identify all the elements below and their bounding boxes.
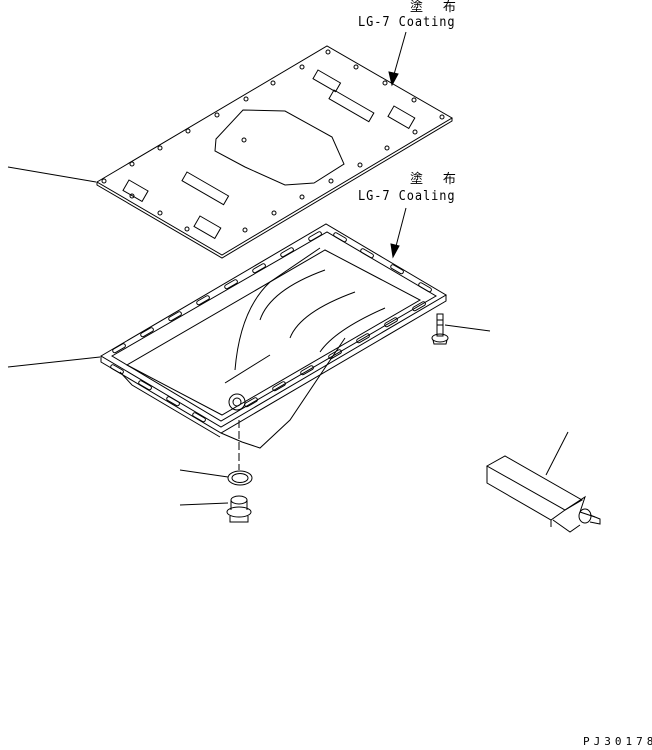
flange-bolt — [431, 313, 449, 345]
figure-code: PJ30178 — [583, 735, 652, 748]
gasket-plate — [96, 45, 453, 259]
o-ring-washer — [227, 470, 253, 486]
coating-label-en-2: LG-7 Coaling — [358, 189, 456, 204]
drain-plug — [226, 495, 252, 523]
coating-label-jp-2: 塗 布 — [410, 172, 462, 187]
leader-lines — [7, 31, 569, 506]
coating-label-en-1: LG-7 Coating — [358, 15, 456, 30]
oil-pan — [100, 223, 447, 449]
heater-element — [485, 455, 601, 533]
coating-label-jp-1: 塗 布 — [410, 0, 462, 15]
